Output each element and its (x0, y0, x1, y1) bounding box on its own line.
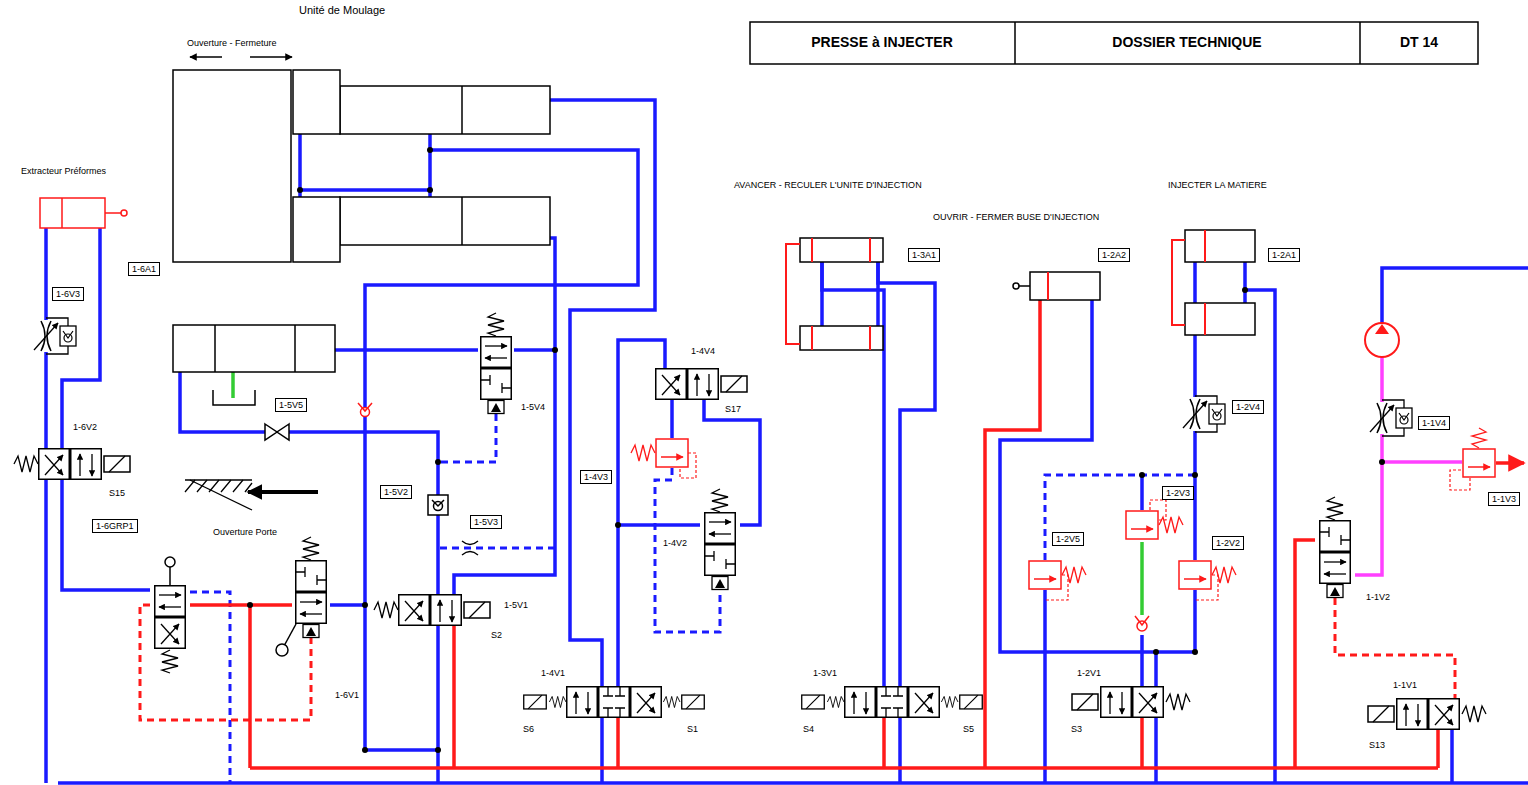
throttle-symbol (34, 318, 76, 354)
component-label: 1-1V1 (1392, 680, 1418, 691)
cylinder-frame (786, 238, 870, 350)
signal-label: S13 (1368, 740, 1386, 751)
orifice-symbol (462, 541, 478, 555)
title-cell: PRESSE à INJECTER (810, 34, 954, 51)
component-label: 1-4V1 (540, 668, 566, 679)
heading-label: AVANCER - RECULER L'UNITE D'INJECTION (733, 180, 923, 191)
tag-text: 1-6A1 (132, 264, 156, 274)
tag-text: 1-5V2 (384, 487, 408, 497)
component-label: 1-6V2 (72, 422, 98, 433)
throttle-symbol (1370, 400, 1412, 436)
tag-text: 1-2V4 (1236, 402, 1260, 412)
tag-text: 1-2V5 (1056, 534, 1080, 544)
nozzle-piston (1047, 272, 1049, 300)
tag-box: 1-1V4 (1418, 416, 1450, 430)
tag-box: 1-3A1 (908, 248, 940, 262)
roller (276, 624, 296, 656)
tag-box: 1-6V3 (52, 287, 84, 301)
tag-box: 1-6GRP1 (92, 519, 138, 533)
component-label: 1-5V1 (503, 600, 529, 611)
heading-label: Ouverture - Fermeture (186, 38, 278, 49)
tag-box: 1-2A1 (1268, 248, 1300, 262)
signal-label: S4 (802, 724, 815, 735)
signal-label: S2 (490, 630, 503, 641)
moulding-unit (173, 70, 550, 262)
tag-text: 1-2A2 (1102, 250, 1126, 260)
pilot-lines (140, 598, 1455, 720)
signal-label: S3 (1070, 724, 1083, 735)
tag-text: 1-5V5 (279, 400, 303, 410)
tag-text: 1-6V3 (56, 289, 80, 299)
pilot-thin (680, 453, 1470, 600)
signal-label: S5 (962, 724, 975, 735)
door-opening (185, 480, 318, 510)
door-cylinder (173, 325, 335, 405)
injection-cylinder (1185, 230, 1255, 335)
lever-valve (165, 557, 175, 585)
pressure-lines (190, 300, 1524, 768)
title-cell: DOSSIER TECHNIQUE (1111, 34, 1262, 51)
title-cell: DT 14 (1399, 34, 1439, 51)
component-label: 1-4V4 (690, 346, 716, 357)
check-valves (358, 403, 1149, 631)
drain-lines (190, 414, 1195, 783)
tag-text: 1-2V3 (1166, 488, 1190, 498)
heading-label: Unité de Moulage (298, 4, 386, 17)
injection-frame (1172, 230, 1205, 335)
heading-label: Extracteur Préformes (20, 166, 107, 177)
junction-dots (247, 147, 1385, 753)
heading-label: INJECTER LA MATIERE (1167, 180, 1268, 191)
tag-text: 1-2V2 (1216, 538, 1240, 548)
shutoff-valve (265, 424, 289, 440)
pump-symbol (1365, 323, 1399, 357)
valve-symbol (39, 449, 70, 480)
tag-text: 1-2A1 (1272, 250, 1296, 260)
heading-label: OUVRIR - FERMER BUSE D'INJECTION (932, 212, 1100, 223)
tag-box: 1-5V2 (380, 485, 412, 499)
tag-box: 1-5V5 (275, 398, 307, 412)
nozzle-cylinder (1013, 272, 1100, 300)
component-label: 1-3V1 (812, 668, 838, 679)
tag-box: 1-2V4 (1232, 400, 1264, 414)
tag-box: 1-6A1 (128, 262, 160, 276)
component-label: 1-4V2 (662, 538, 688, 549)
signal-label: S15 (108, 488, 126, 499)
signal-label: S1 (686, 724, 699, 735)
pump-lines (1355, 357, 1462, 575)
signal-label: S17 (724, 404, 742, 415)
tag-box: 1-2V2 (1212, 536, 1244, 550)
tag-box: 1-2A2 (1098, 248, 1130, 262)
component-label: 1-5V4 (520, 402, 546, 413)
extractor-cylinder (40, 198, 127, 228)
tag-box: 1-4V3 (580, 470, 612, 484)
tag-text: 1-6GRP1 (96, 521, 134, 531)
component-label: 1-6V1 (334, 690, 360, 701)
signal-label: S6 (522, 724, 535, 735)
tag-text: 1-1V3 (1492, 494, 1516, 504)
tag-box: 1-5V3 (470, 515, 502, 529)
title-block (750, 22, 1478, 64)
tag-text: 1-1V4 (1422, 418, 1446, 428)
component-label: 1-1V2 (1365, 592, 1391, 603)
relief-spring (1472, 428, 1486, 448)
tag-text: 1-3A1 (912, 250, 936, 260)
heading-label: Ouverture Porte (212, 527, 278, 538)
tag-box: 1-2V3 (1162, 486, 1194, 500)
direction-arrows (190, 56, 292, 58)
tag-box: 1-2V5 (1052, 532, 1084, 546)
tag-box: 1-1V3 (1488, 492, 1520, 506)
component-label: 1-2V1 (1076, 668, 1102, 679)
tag-text: 1-5V3 (474, 517, 498, 527)
tag-text: 1-4V3 (584, 472, 608, 482)
throttle-symbol (1183, 396, 1225, 432)
green-lines (233, 372, 1142, 615)
